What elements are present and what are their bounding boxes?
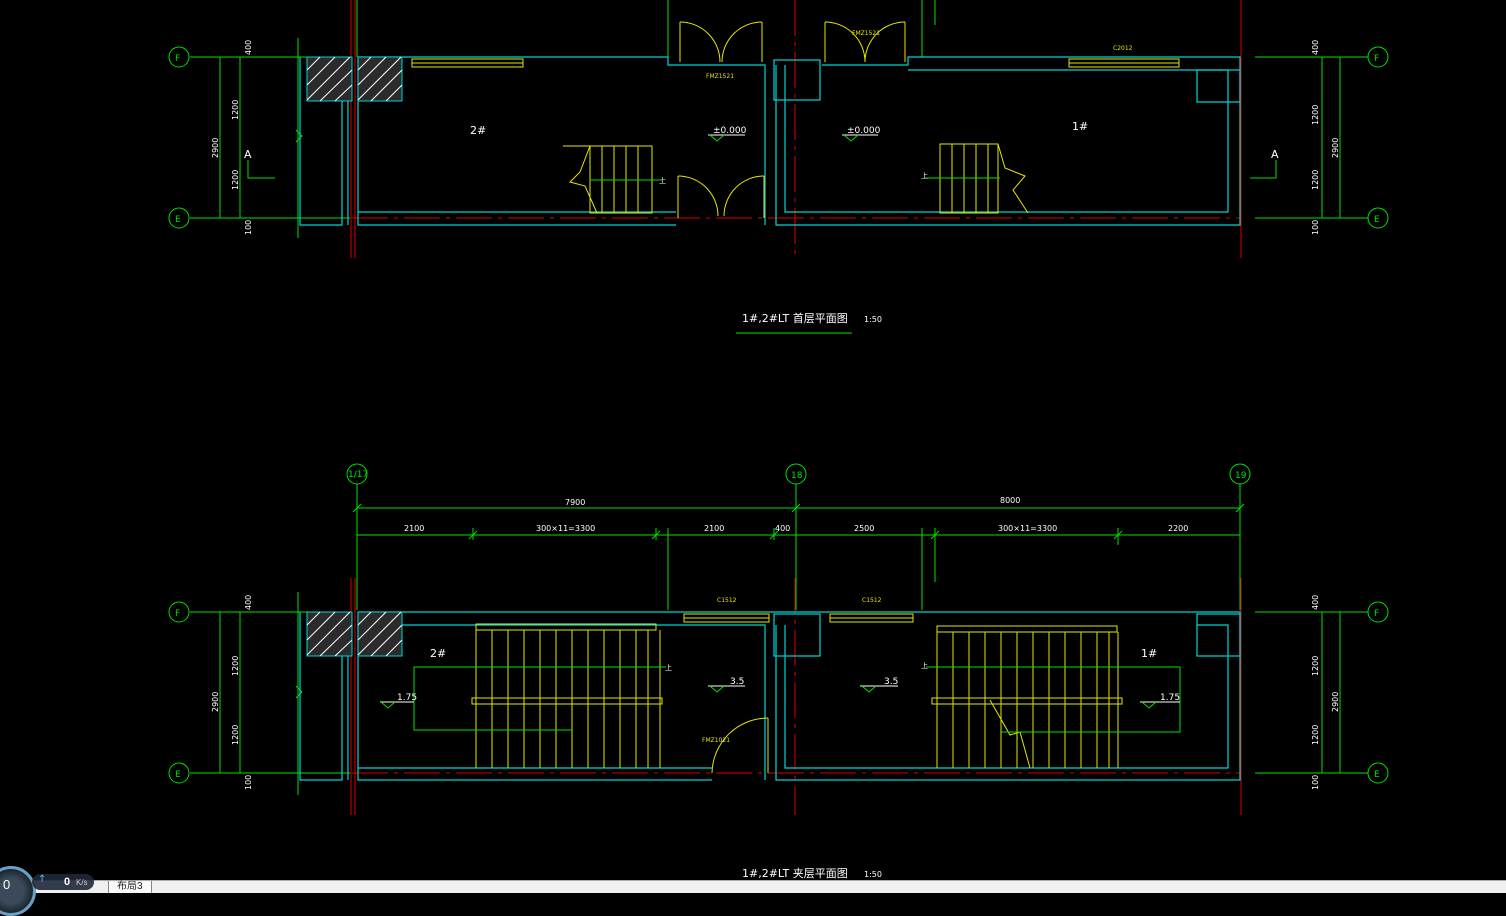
dim-300x11-a: 300×11=3300	[536, 524, 595, 533]
grid-label-f-b-right: F	[1374, 609, 1379, 619]
dim-100-r: 100	[1311, 220, 1320, 235]
dim-2100b: 2100	[704, 524, 724, 533]
dim-400: 400	[244, 40, 253, 55]
dim-8000: 8000	[1000, 496, 1020, 505]
grid-label-e-right: E	[1374, 215, 1380, 225]
mezz-stair-mark-right: 上	[921, 661, 928, 670]
dim-1200: 1200	[231, 100, 240, 120]
door-top-right	[824, 21, 906, 63]
dim-2200: 2200	[1168, 524, 1188, 533]
grid-label-e: E	[175, 215, 181, 225]
dim-400-r: 400	[1311, 40, 1320, 55]
section-mark-right: A	[1271, 148, 1279, 161]
axis-label-1-17: 1/17	[348, 470, 368, 480]
mezz-door	[711, 717, 769, 774]
elev-top-left: ±0.000	[713, 126, 747, 136]
elev-landing-left: 1.75	[397, 693, 417, 703]
dim-300x11-b: 300×11=3300	[998, 524, 1057, 533]
dim-400b: 400	[775, 524, 790, 533]
elev-mid-left: 3.5	[730, 677, 744, 687]
mezz-room-label-1: 1#	[1141, 647, 1157, 660]
dim-2900-b-r: 2900	[1331, 692, 1340, 712]
axis-label-18: 18	[791, 471, 803, 481]
door-label-fmz1021: FMZ1021	[702, 737, 730, 744]
mezz-plan-title: 1#,2#LT 夹层平面图	[742, 867, 848, 880]
network-speed-unit: K/s	[76, 878, 88, 887]
window-label-c1512-b: C1512	[862, 597, 882, 604]
network-speed-widget[interactable]: 0 ↑ 0 K/s	[0, 858, 100, 916]
door-label-fmz1521-a: FMZ1521	[706, 73, 734, 80]
room-label-2: 2#	[470, 124, 486, 137]
stair-right: 上	[921, 143, 1029, 214]
layout-tab-bar: 布局3	[0, 880, 1506, 893]
elev-landing-right: 1.75	[1160, 693, 1180, 703]
dim-7900: 7900	[565, 498, 585, 507]
ground-plan-scale: 1:50	[864, 315, 882, 324]
mezz-plan-scale: 1:50	[864, 870, 882, 879]
window-label-c1512-a: C1512	[717, 597, 737, 604]
dim-100-b-r: 100	[1311, 775, 1320, 790]
ground-plan-title: 1#,2#LT 首层平面图	[742, 311, 848, 325]
network-speed-pill: ↑ 0 K/s	[32, 874, 94, 890]
stair-mark-left: 上	[659, 176, 666, 185]
dim-2900-r: 2900	[1331, 138, 1340, 158]
dim-1200b-b: 1200	[231, 725, 240, 745]
dim-1200-r: 1200	[1311, 105, 1320, 125]
dim-400-b: 400	[244, 595, 253, 610]
dim-2900: 2900	[211, 138, 220, 158]
grid-label-f-b: F	[175, 609, 180, 619]
mezzanine-plan: 1/17 18 19 7900 8000 2100 300×11=3300 21…	[168, 463, 1389, 880]
door-top-left	[679, 21, 763, 63]
layout-tab-label: 布局3	[117, 881, 143, 892]
layout-tab[interactable]: 布局3	[108, 881, 152, 893]
axis-label-19: 19	[1235, 471, 1247, 481]
room-label-1: 1#	[1072, 120, 1088, 133]
grid-label-e-b: E	[175, 770, 181, 780]
stair-left: 上	[563, 145, 666, 214]
dim-1200b: 1200	[231, 170, 240, 190]
mezz-stair-mark-left: 上	[665, 663, 672, 672]
dim-100-b: 100	[244, 775, 253, 790]
dim-400-b-r: 400	[1311, 595, 1320, 610]
network-speed-value: 0	[64, 876, 71, 888]
mezz-room-label-2: 2#	[430, 647, 446, 660]
mezz-stair-left: 上	[413, 623, 672, 768]
ground-floor-plan: F E F E 400 1200 2900 1200 100 400 1200 …	[168, 0, 1389, 334]
mezz-stair-right: 上	[921, 625, 1181, 769]
dim-2500: 2500	[854, 524, 874, 533]
grid-label-f-right: F	[1374, 54, 1379, 64]
dim-2100: 2100	[404, 524, 424, 533]
elev-mid-right: 3.5	[884, 677, 898, 687]
network-gauge: 0	[0, 866, 36, 916]
section-mark-left: A	[244, 148, 252, 161]
window-label-c2012: C2012	[1113, 45, 1133, 52]
cad-drawing-canvas[interactable]: F E F E 400 1200 2900 1200 100 400 1200 …	[0, 0, 1506, 880]
dim-1200b-b-r: 1200	[1311, 725, 1320, 745]
stair-mark-right: 上	[921, 171, 928, 180]
upload-arrow-icon: ↑	[38, 874, 47, 885]
door-label-fmz1521-b: FMZ1521	[852, 30, 880, 37]
dim-1200-b: 1200	[231, 656, 240, 676]
dim-1200-b-r: 1200	[1311, 656, 1320, 676]
dim-100: 100	[244, 220, 253, 235]
grid-label-f: F	[175, 54, 180, 64]
elev-top-right: ±0.000	[847, 126, 881, 136]
dim-2900-b: 2900	[211, 692, 220, 712]
door-bottom	[677, 175, 765, 218]
grid-label-e-b-right: E	[1374, 770, 1380, 780]
network-gauge-value: 0	[3, 877, 11, 892]
dim-1200b-r: 1200	[1311, 170, 1320, 190]
